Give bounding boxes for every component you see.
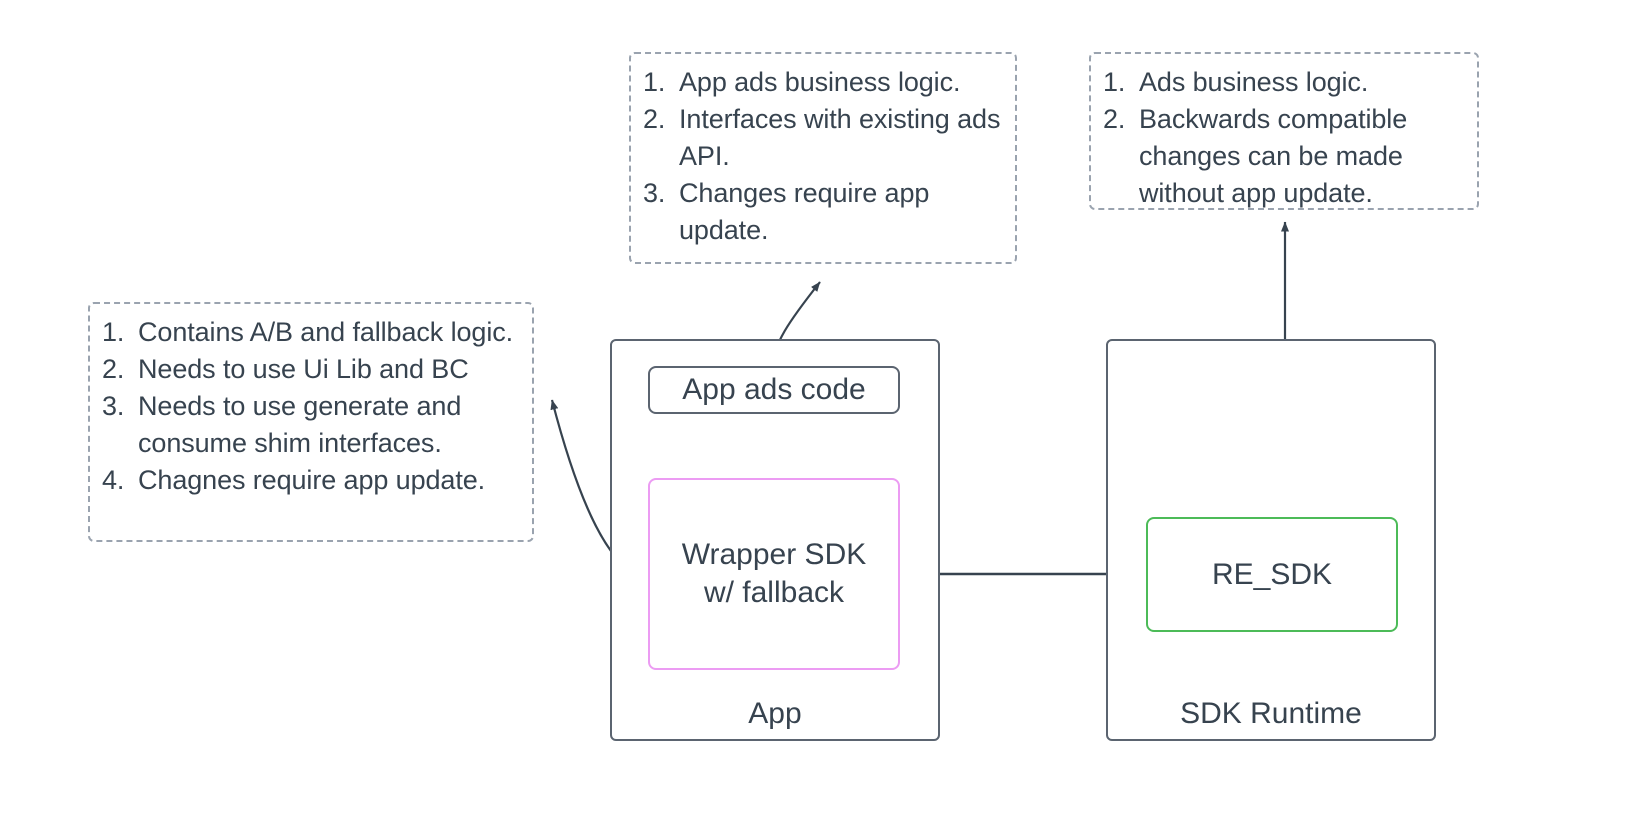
note-item: Contains A/B and fallback logic. [102, 314, 514, 351]
note-item: Needs to use Ui Lib and BC [102, 351, 469, 388]
node-wrapper-sdk-label: Wrapper SDK w/ fallback [682, 536, 867, 612]
note-item: Changes require app update. [643, 175, 930, 245]
note-list: Ads business logic. Backwards compatible… [1103, 64, 1463, 212]
node-wrapper-sdk-label-line1: Wrapper SDK [681, 538, 867, 571]
note-list: Contains A/B and fallback logic. Needs t… [102, 314, 518, 499]
node-wrapper-sdk-label-line2: w/ fallback [703, 576, 845, 609]
note-wrapper-sdk: Contains A/B and fallback logic. Needs t… [88, 302, 534, 542]
note-item: Chagnes require app update. [102, 462, 486, 499]
container-sdk-runtime-label: SDK Runtime [1180, 697, 1362, 730]
node-app-ads-code[interactable]: App ads code [648, 366, 900, 414]
node-re-sdk-label: RE_SDK [1211, 557, 1333, 591]
node-wrapper-sdk[interactable]: Wrapper SDK w/ fallback [648, 478, 900, 670]
note-item: Backwards compatible changes can be made… [1103, 101, 1408, 208]
note-item: Ads business logic. [1103, 64, 1369, 101]
node-app-ads-code-label: App ads code [682, 373, 866, 406]
node-re-sdk[interactable]: RE_SDK [1146, 517, 1398, 632]
note-item: App ads business logic. [643, 64, 961, 101]
note-app-ads-code: App ads business logic. Interfaces with … [629, 52, 1017, 264]
note-list: App ads business logic. Interfaces with … [643, 64, 1001, 249]
container-app-label: App [748, 697, 802, 730]
note-item: Interfaces with existing ads API. [643, 101, 1001, 171]
note-re-sdk: Ads business logic. Backwards compatible… [1089, 52, 1479, 210]
note-item: Needs to use generate and consume shim i… [102, 388, 462, 458]
